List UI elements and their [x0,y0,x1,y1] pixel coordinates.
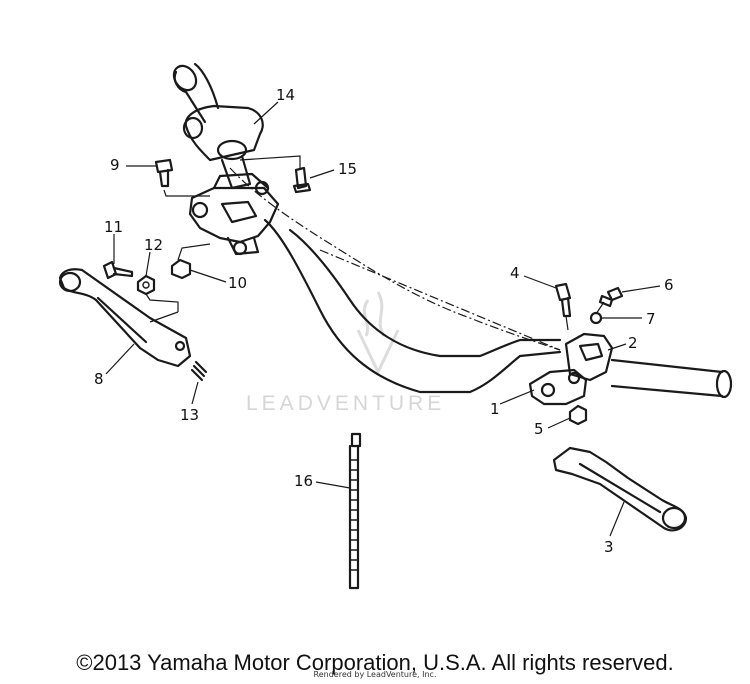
throttle-housing-14 [182,104,264,190]
watermark-text: LEADVENTURE [246,392,445,415]
bolt-9 [154,158,210,197]
callout-16: 16 [294,472,313,490]
cable-tie-16 [348,432,362,590]
callout-13: 13 [180,406,199,424]
callout-9: 9 [110,156,120,174]
rendered-by-note: Rendered by LeadVenture, Inc. [313,670,437,679]
washer-7 [589,311,603,325]
callout-1: 1 [490,400,500,418]
screw-6 [595,286,624,315]
callout-14: 14 [276,86,295,104]
bolt-11 [102,260,134,280]
screw-15 [239,155,312,194]
left-lever-8 [58,268,192,368]
callout-2: 2 [628,334,638,352]
nut-12 [136,274,179,312]
copyright-notice: ©2013 Yamaha Motor Corporation, U.S.A. A… [76,650,674,675]
callout-3: 3 [604,538,614,556]
right-lever-3 [552,446,688,532]
callouts: 14 9 15 11 12 10 8 13 4 6 7 2 1 5 3 16 [94,86,674,556]
right-clamp-assembly [528,332,614,406]
callout-12: 12 [144,236,163,254]
callout-8: 8 [94,370,104,388]
nut-10 [170,243,211,280]
nut-5 [568,404,588,426]
callout-10: 10 [228,274,247,292]
callout-5: 5 [534,420,544,438]
handlebar [172,62,733,399]
callout-4: 4 [510,264,520,282]
watermark-logo [356,291,400,376]
left-clamp-assembly [188,172,280,256]
callout-15: 15 [338,160,357,178]
callout-6: 6 [664,276,674,294]
callout-7: 7 [646,310,656,328]
callout-11: 11 [104,218,123,236]
bolt-4 [554,282,572,331]
spring-13 [190,360,208,382]
leader-lines [105,101,661,537]
